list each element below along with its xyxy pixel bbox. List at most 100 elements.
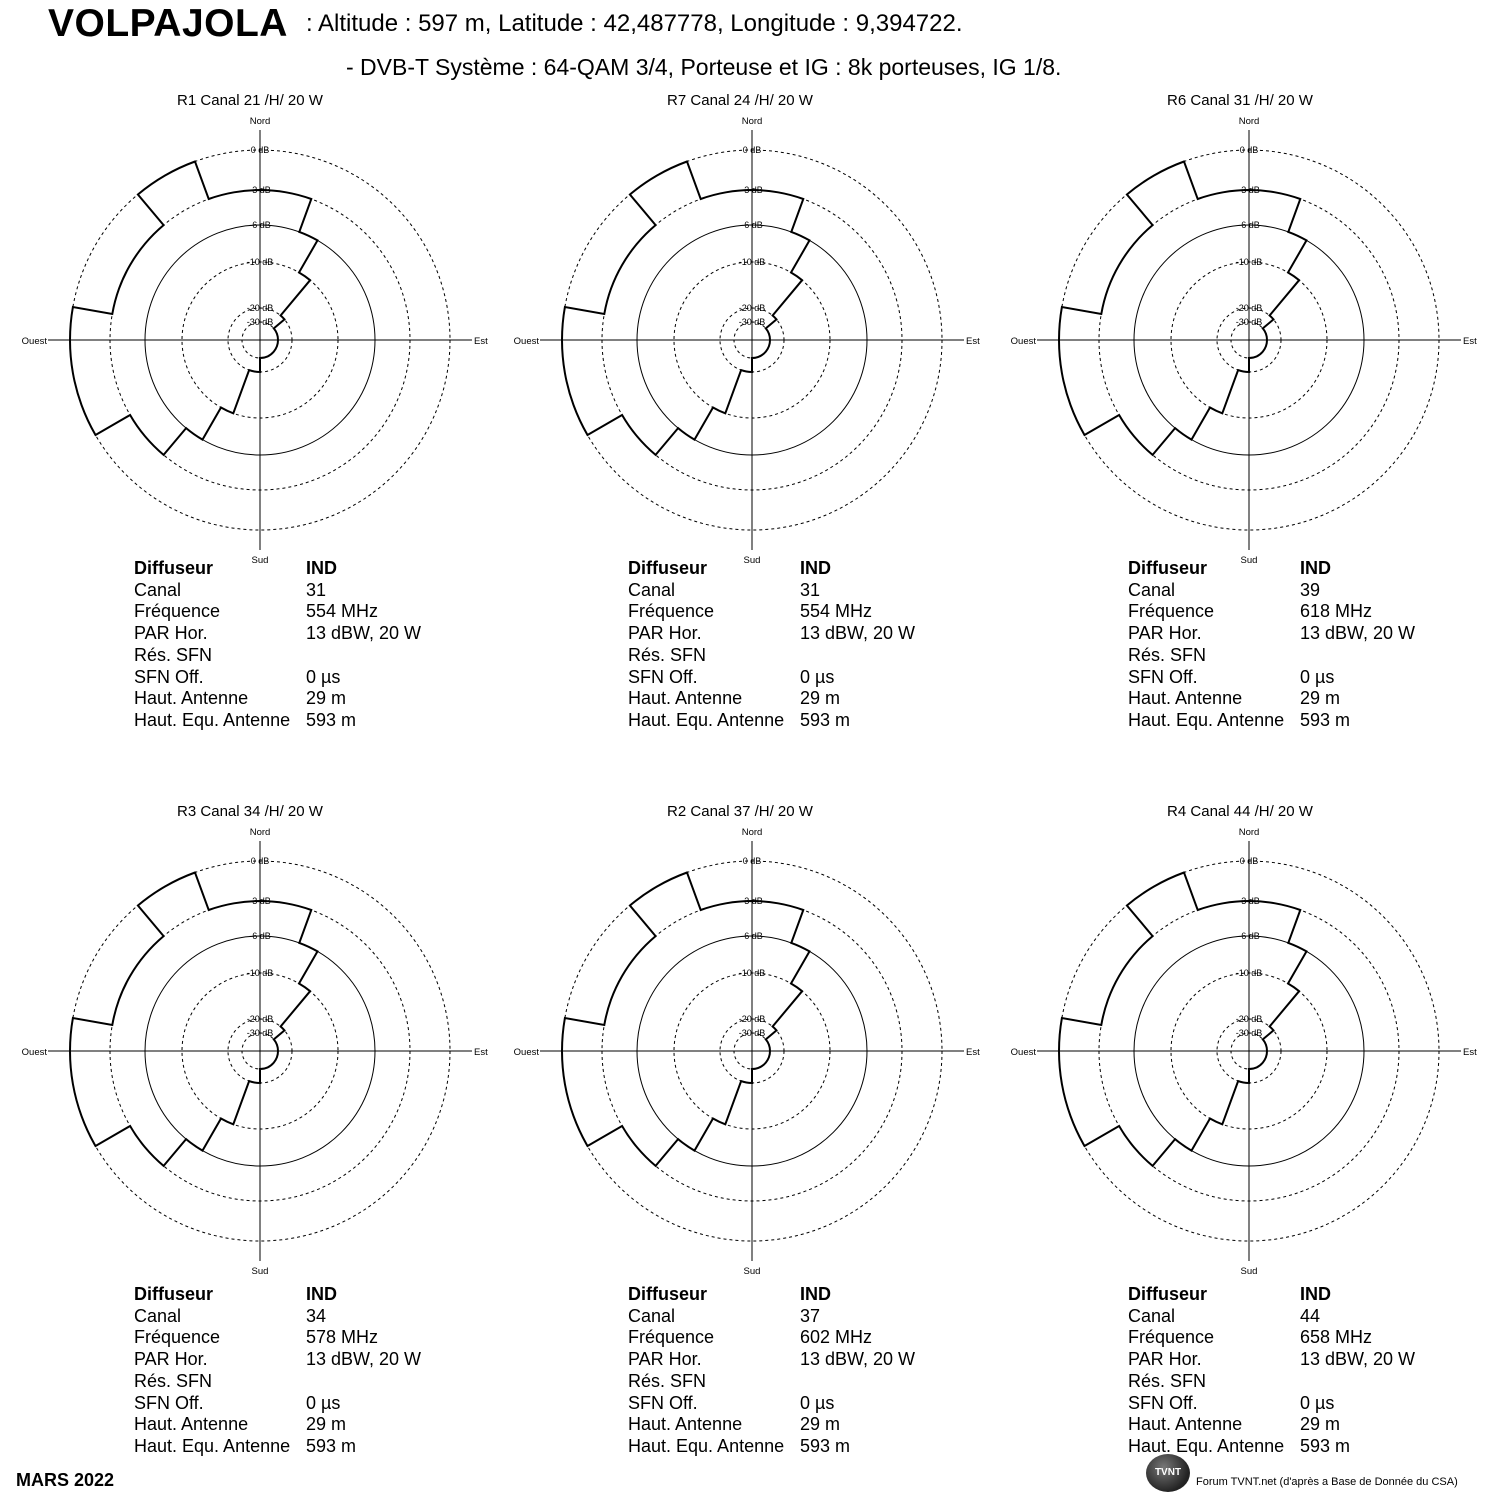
info-value: 0 µs [1300, 666, 1335, 687]
info-key: SFN Off. [1128, 666, 1198, 687]
panel-title: R4 Canal 44 /H/ 20 W [1167, 803, 1313, 820]
ring-label: -10 dB [247, 968, 274, 978]
info-key: Canal [1128, 1305, 1176, 1326]
polar-diagram: 0 dB-3 dB-6 dB-10 dB-20 dB-30 dBNordSudE… [22, 827, 488, 1277]
info-value: IND [1300, 1284, 1331, 1304]
info-key: Rés. SFN [134, 644, 213, 665]
info-row: SFN Off.0 µs [628, 667, 915, 689]
compass-north: Nord [1239, 116, 1260, 127]
info-value: 31 [306, 579, 327, 600]
ring-label: -6 dB [249, 220, 271, 230]
compass-east: Est [1463, 336, 1477, 347]
panel-title: R6 Canal 31 /H/ 20 W [1167, 92, 1313, 109]
info-value: 593 m [306, 1435, 357, 1456]
panel-title: R3 Canal 34 /H/ 20 W [177, 803, 323, 820]
info-value: 593 m [800, 709, 851, 730]
info-key: Diffuseur [628, 1284, 708, 1304]
polar-diagram: 0 dB-3 dB-6 dB-10 dB-20 dB-30 dBNordSudE… [514, 827, 980, 1277]
compass-west: Ouest [22, 336, 48, 347]
compass-west: Ouest [22, 1047, 48, 1058]
compass-east: Est [474, 336, 488, 347]
compass-east: Est [474, 1047, 488, 1058]
info-key: PAR Hor. [628, 623, 702, 644]
info-value: 0 µs [1300, 1392, 1335, 1413]
info-value: 37 [800, 1305, 821, 1326]
compass-north: Nord [250, 827, 271, 838]
info-key: Diffuseur [628, 558, 708, 578]
info-value: 13 dBW, 20 W [800, 1349, 916, 1370]
ring-label: 0 dB [1240, 145, 1259, 155]
compass-west: Ouest [1011, 336, 1037, 347]
info-key: Haut. Equ. Antenne [1128, 1435, 1285, 1456]
ring-label: -20 dB [1236, 1014, 1263, 1024]
info-value: IND [306, 1284, 337, 1304]
info-value: 554 MHz [306, 601, 379, 622]
info-key: Fréquence [1128, 1327, 1215, 1348]
info-row: Haut. Equ. Antenne 593 m [1128, 710, 1415, 732]
compass-north: Nord [250, 116, 271, 127]
ring-label: -10 dB [739, 257, 766, 267]
info-row: SFN Off. 0 µs [134, 1393, 421, 1415]
ring-label: -6 dB [249, 931, 271, 941]
info-row: Rés. SFN [1128, 645, 1415, 667]
radiation-pattern [1057, 871, 1308, 1168]
info-value: 0 µs [306, 1392, 341, 1413]
info-row: PAR Hor.13 dBW, 20 W [1128, 623, 1415, 645]
ring-label: -10 dB [247, 257, 274, 267]
info-value: 593 m [306, 709, 357, 730]
info-value: 44 [1300, 1305, 1321, 1326]
info-key: SFN Off. [134, 1392, 204, 1413]
ring-label: -6 dB [1238, 220, 1260, 230]
info-key: Diffuseur [1128, 1284, 1208, 1304]
ring-label: -30 dB [247, 1028, 274, 1038]
ring-label: -20 dB [1236, 303, 1263, 313]
info-key: Diffuseur [134, 558, 214, 578]
radiation-pattern [560, 160, 811, 457]
info-value: 658 MHz [1300, 1327, 1373, 1348]
info-key: Haut. Equ. Antenne [1128, 709, 1285, 730]
ring-label: 0 dB [743, 145, 762, 155]
info-value: 578 MHz [306, 1327, 379, 1348]
info-row: PAR Hor. 13 dBW, 20 W [628, 1349, 915, 1371]
info-value: 29 m [306, 1414, 347, 1435]
info-value: 29 m [1300, 1414, 1341, 1435]
info-value: 593 m [1300, 709, 1351, 730]
info-key: PAR Hor. [1128, 1349, 1202, 1370]
compass-south: Sud [1241, 1266, 1258, 1277]
info-value: 29 m [800, 1414, 841, 1435]
info-key: Fréquence [134, 601, 221, 622]
info-row: Canal 37 [628, 1306, 915, 1328]
info-value: 29 m [1300, 688, 1341, 709]
info-key: Canal [628, 1305, 676, 1326]
info-key: Haut. Antenne [134, 1414, 249, 1435]
info-key: PAR Hor. [628, 1349, 702, 1370]
site-name: VOLPAJOLA [48, 2, 288, 45]
info-key: Canal [134, 579, 182, 600]
ring-label: 0 dB [743, 856, 762, 866]
info-value: IND [800, 1284, 831, 1304]
compass-south: Sud [252, 555, 269, 566]
ring-label: -30 dB [1236, 1028, 1263, 1038]
info-row: Diffuseur IND [1128, 1284, 1415, 1306]
ring-label: -6 dB [741, 220, 763, 230]
ring-label: -20 dB [739, 303, 766, 313]
compass-south: Sud [252, 1266, 269, 1277]
info-row: Haut. Antenne 29 m [134, 1414, 421, 1436]
compass-north: Nord [1239, 827, 1260, 838]
panel-title: R7 Canal 24 /H/ 20 W [667, 92, 813, 109]
info-value: 13 dBW, 20 W [306, 1349, 422, 1370]
info-key: Haut. Equ. Antenne [628, 709, 785, 730]
info-row: PAR Hor.13 dBW, 20 W [628, 623, 915, 645]
